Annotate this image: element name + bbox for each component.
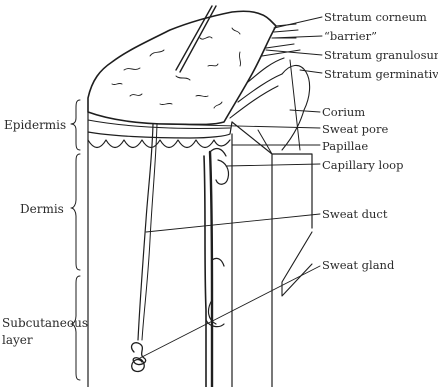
label-subcutaneous-1: Subcutaneous (2, 316, 88, 330)
label-stratum-granulosum: Stratum granulosum (324, 48, 438, 62)
region-braces (71, 100, 80, 380)
right-face (232, 122, 312, 387)
brace-epidermis (71, 100, 80, 150)
label-barrier: “barrier” (324, 29, 377, 43)
label-epidermis: Epidermis (4, 118, 66, 132)
papillae-line (88, 140, 230, 148)
label-stratum-corneum: Stratum corneum (324, 10, 427, 24)
structures (132, 6, 229, 387)
sweat-gland-coil (132, 343, 146, 372)
blood-vessel (210, 152, 212, 387)
right-strata (230, 24, 300, 118)
brace-dermis (71, 154, 80, 270)
label-dermis: Dermis (20, 202, 64, 216)
surface-wrinkles (112, 28, 241, 108)
label-sweat-gland: Sweat gland (322, 258, 395, 272)
skin-block (88, 11, 312, 387)
capillary-loop (216, 160, 229, 184)
hair-shaft (176, 6, 216, 72)
label-stratum-germinativum: Stratum germinativum (324, 67, 438, 81)
germinativum-folds (282, 65, 310, 150)
right-labels: Stratum corneum “barrier” Stratum granul… (322, 10, 438, 272)
leader-lines (140, 17, 322, 358)
label-capillary-loop: Capillary loop (322, 158, 403, 172)
label-subcutaneous-2: layer (2, 333, 33, 347)
label-papillae: Papillae (322, 139, 368, 153)
left-labels: Epidermis Dermis Subcutaneous layer (2, 118, 88, 347)
label-corium: Corium (322, 105, 365, 119)
sweat-gland-wedge (282, 232, 312, 296)
label-sweat-duct: Sweat duct (322, 207, 388, 221)
label-sweat-pore: Sweat pore (322, 122, 388, 136)
